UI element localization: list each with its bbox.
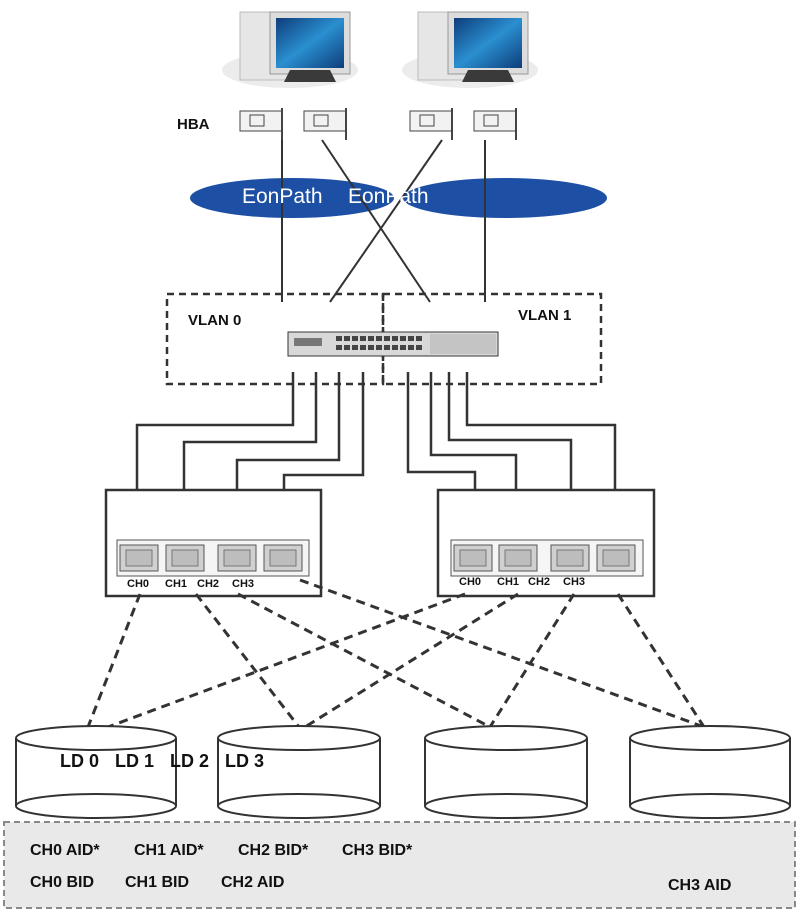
controller-b-ch0-label: CH0 — [459, 576, 482, 588]
ld0-label: LD 0 — [60, 751, 100, 771]
assignment-row2-item-1: CH1 BID — [125, 874, 190, 891]
host-cables — [281, 139, 486, 303]
controller-b — [436, 488, 656, 598]
vlan0-label: VLAN 0 — [188, 312, 242, 329]
assignment-panel — [3, 821, 796, 909]
assignment-row1-item-3: CH3 BID* — [342, 842, 413, 859]
assignment-row1-item-0: CH0 AID* — [30, 842, 100, 859]
vlan0-box — [165, 292, 385, 386]
eonpath-ellipse-left — [190, 178, 394, 218]
ld1-label: LD 1 — [115, 751, 155, 771]
controller-b-ch2-label: CH2 — [528, 576, 551, 588]
logical-drive-2 — [217, 725, 381, 819]
hba-label: HBA — [177, 116, 210, 133]
controller-a — [104, 488, 323, 598]
assignment-row1-item-2: CH2 BID* — [238, 842, 309, 859]
logical-drive-1 — [15, 725, 177, 819]
network-switch-icon — [287, 331, 499, 357]
controller-a-ch3-label: CH3 — [232, 578, 255, 590]
hba-card-4-icon — [473, 108, 517, 140]
ch3-aid-label: CH3 AID — [668, 877, 732, 894]
hba-card-2-icon — [303, 108, 347, 140]
eonpath-ellipse-right — [403, 178, 607, 218]
eonpath-label-right: EonPath — [348, 185, 429, 208]
logical-drive-4 — [629, 725, 791, 819]
eonpath-label-left: EonPath — [242, 185, 323, 208]
host-computer-2-icon — [402, 11, 538, 88]
controller-a-ch0-label: CH0 — [127, 578, 150, 590]
ld2-label: LD 2 — [170, 751, 210, 771]
controller-b-ch1-label: CH1 — [497, 576, 520, 588]
controller-b-ch3-label: CH3 — [563, 576, 586, 588]
controller-a-ch1-label: CH1 — [165, 578, 188, 590]
hba-card-1-icon — [239, 108, 283, 140]
assignment-row1-item-1: CH1 AID* — [134, 842, 204, 859]
assignment-row2-item-2: CH2 AID — [221, 874, 285, 891]
vlan1-label: VLAN 1 — [518, 307, 572, 324]
assignment-row2-item-0: CH0 BID — [30, 874, 95, 891]
hba-card-3-icon — [409, 108, 453, 140]
ld3-label: LD 3 — [225, 751, 265, 771]
dashed-drive-links — [86, 578, 706, 729]
logical-drive-3 — [424, 725, 588, 819]
controller-a-ch2-label: CH2 — [197, 578, 220, 590]
host-computer-1-icon — [222, 11, 358, 88]
